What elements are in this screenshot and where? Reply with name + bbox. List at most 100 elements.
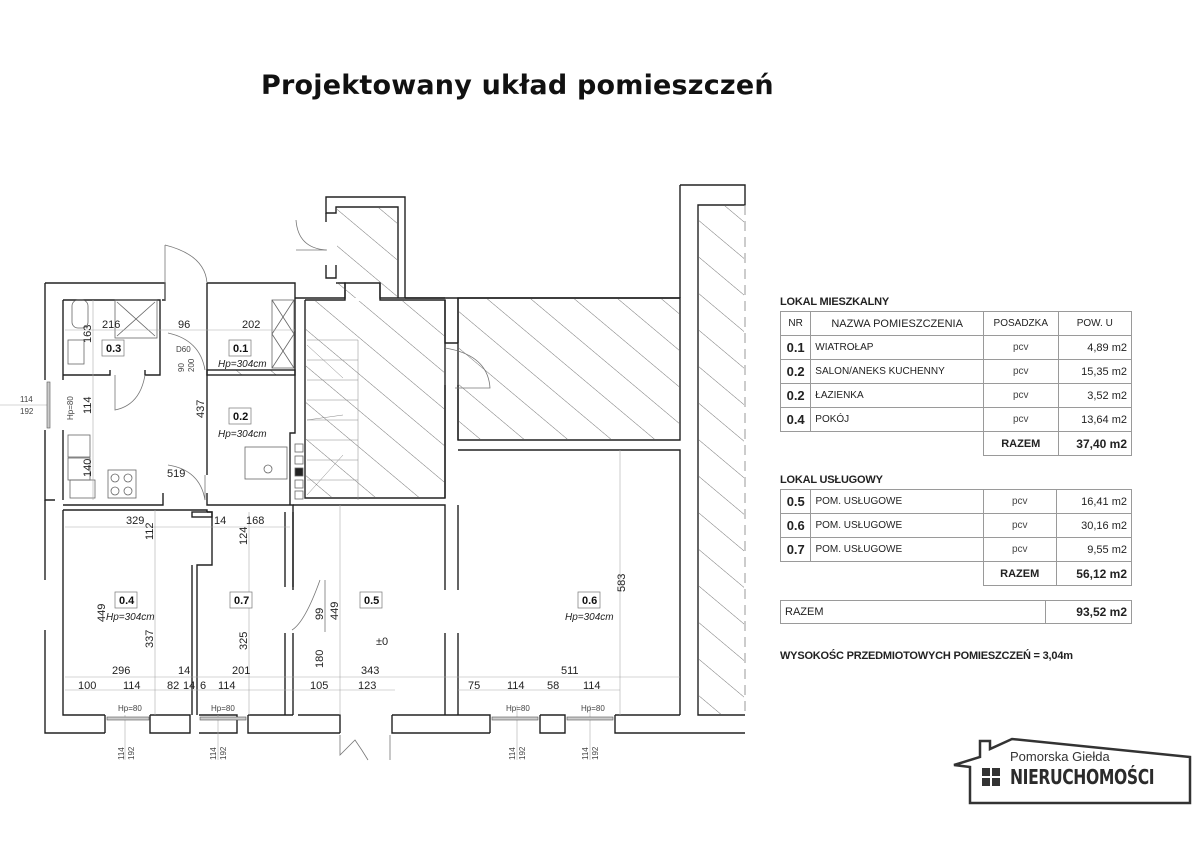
row-area: 9,55 m2 bbox=[1055, 537, 1133, 562]
hatched-column bbox=[699, 206, 744, 714]
dim-201: 201 bbox=[232, 665, 250, 677]
row-nr: 0.2 bbox=[779, 359, 812, 384]
row-name: ŁAZIENKA bbox=[810, 383, 984, 408]
window-dim: 114 bbox=[117, 747, 126, 760]
dim-216: 216 bbox=[102, 319, 120, 331]
dim-58: 58 bbox=[547, 680, 559, 692]
service-table: 0.5 POM. USŁUGOWE pcv 16,41 m2 0.6 POM. … bbox=[779, 489, 1133, 586]
door-swing-entry bbox=[164, 244, 208, 284]
row-name: WIATROŁAP bbox=[810, 335, 984, 360]
dim-100: 100 bbox=[78, 680, 96, 692]
room-height-0-6: Hp=304cm bbox=[565, 612, 614, 623]
window-dim: 192 bbox=[591, 746, 600, 760]
dim-14: 14 bbox=[183, 680, 195, 692]
window-dim-114: 114 bbox=[20, 395, 33, 404]
sum-row: RAZEM 37,40 m2 bbox=[781, 431, 1133, 456]
dim-96: 96 bbox=[178, 319, 190, 331]
row-nr: 0.1 bbox=[779, 335, 812, 360]
row-area: 16,41 m2 bbox=[1055, 489, 1133, 514]
dim-168: 168 bbox=[246, 515, 264, 527]
row-nr: 0.4 bbox=[779, 407, 812, 432]
table-row: 0.2 ŁAZIENKA pcv 3,52 m2 bbox=[779, 383, 1133, 408]
sum-value: 56,12 m2 bbox=[1055, 561, 1133, 586]
row-nr: 0.6 bbox=[779, 513, 812, 538]
dim-437: 437 bbox=[195, 400, 207, 418]
dim-296: 296 bbox=[112, 665, 130, 677]
row-name: POM. USŁUGOWE bbox=[810, 489, 984, 514]
company-logo: Pomorska Giełda NIERUCHOMOŚCI bbox=[952, 735, 1192, 805]
row-floor: pcv bbox=[983, 383, 1059, 408]
sum-label: RAZEM bbox=[982, 561, 1057, 586]
height-note: WYSOKOŚC PRZEDMIOTOWYCH POMIESZCZEŃ = 3,… bbox=[780, 650, 1073, 662]
dim-202: 202 bbox=[242, 319, 260, 331]
dim-511: 511 bbox=[561, 665, 579, 677]
table-row: 0.5 POM. USŁUGOWE pcv 16,41 m2 bbox=[779, 489, 1133, 514]
door-dim-height: 200 bbox=[187, 358, 196, 372]
room-label-0-5: 0.5 bbox=[364, 595, 379, 607]
total-table: RAZEM 93,52 m2 bbox=[780, 600, 1132, 624]
door-dim-width: 90 bbox=[177, 363, 186, 372]
dim-6: 6 bbox=[200, 680, 206, 692]
room-height-0-4: Hp=304cm bbox=[106, 612, 155, 623]
dim-114: 114 bbox=[507, 680, 525, 692]
sum-row: RAZEM 56,12 m2 bbox=[781, 561, 1133, 586]
room-label-0-4: 0.4 bbox=[119, 595, 135, 607]
row-name: POM. USŁUGOWE bbox=[810, 537, 984, 562]
dim-114: 114 bbox=[123, 680, 141, 692]
dim-449: 449 bbox=[329, 602, 341, 620]
row-name: POKÓJ bbox=[810, 407, 984, 432]
dim-180: 180 bbox=[314, 650, 326, 668]
table-row: 0.2 SALON/ANEKS KUCHENNY pcv 15,35 m2 bbox=[779, 359, 1133, 384]
window-label: Hp=80 bbox=[211, 704, 235, 713]
level-mark: ±0 bbox=[376, 636, 388, 648]
page-title: Projektowany układ pomieszczeń bbox=[261, 70, 774, 101]
dim-583: 583 bbox=[616, 574, 628, 592]
row-nr: 0.2 bbox=[779, 383, 812, 408]
room-label-0-6: 0.6 bbox=[582, 595, 597, 607]
room-label-0-1: 0.1 bbox=[233, 343, 248, 355]
dim-14: 14 bbox=[178, 665, 190, 677]
section-title-service: LOKAL USŁUGOWY bbox=[780, 474, 883, 486]
dim-114: 114 bbox=[583, 680, 601, 692]
window-dim-192: 192 bbox=[20, 407, 34, 416]
logo-line2: NIERUCHOMOŚCI bbox=[1010, 765, 1155, 789]
window-grid-icon bbox=[982, 768, 1000, 786]
hatched-stairwell bbox=[306, 301, 444, 497]
total-label: RAZEM bbox=[780, 600, 1046, 624]
dim-114: 114 bbox=[218, 680, 236, 692]
sum-value: 37,40 m2 bbox=[1057, 431, 1133, 456]
window-dim: 192 bbox=[219, 746, 228, 760]
room-label-0-7: 0.7 bbox=[234, 595, 249, 607]
section-title-residential: LOKAL MIESZKALNY bbox=[780, 296, 890, 308]
window-dim: 192 bbox=[127, 746, 136, 760]
window-label: Hp=80 bbox=[581, 704, 605, 713]
header-nr: NR bbox=[779, 311, 812, 336]
row-nr: 0.7 bbox=[779, 537, 812, 562]
header-area: POW. U bbox=[1057, 311, 1133, 336]
row-floor: pcv bbox=[982, 513, 1057, 538]
residential-table: NR NAZWA POMIESZCZENIA POSADZKA POW. U 0… bbox=[779, 311, 1133, 456]
window-label: Hp=80 bbox=[506, 704, 530, 713]
row-floor: pcv bbox=[983, 335, 1059, 360]
dim-449: 449 bbox=[96, 604, 108, 622]
header-floor: POSADZKA bbox=[983, 311, 1059, 336]
row-area: 13,64 m2 bbox=[1057, 407, 1133, 432]
row-name: SALON/ANEKS KUCHENNY bbox=[810, 359, 984, 384]
dim-329: 329 bbox=[126, 515, 144, 527]
room-label-0-3: 0.3 bbox=[106, 343, 121, 355]
dim-140: 140 bbox=[82, 459, 94, 477]
row-floor: pcv bbox=[983, 359, 1059, 384]
room-height-0-2: Hp=304cm bbox=[218, 429, 267, 440]
table-row: 0.6 POM. USŁUGOWE pcv 30,16 m2 bbox=[779, 513, 1133, 538]
total-value: 93,52 m2 bbox=[1045, 600, 1132, 624]
row-area: 30,16 m2 bbox=[1055, 513, 1133, 538]
dim-325: 325 bbox=[238, 632, 250, 650]
dim-112: 112 bbox=[144, 522, 156, 540]
table-row: 0.7 POM. USŁUGOWE pcv 9,55 m2 bbox=[779, 537, 1133, 562]
dim-337: 337 bbox=[144, 630, 156, 648]
window-dim: 114 bbox=[581, 747, 590, 760]
dim-105: 105 bbox=[310, 680, 328, 692]
dim-123: 123 bbox=[358, 680, 376, 692]
room-height-0-1: Hp=304cm bbox=[218, 359, 267, 370]
